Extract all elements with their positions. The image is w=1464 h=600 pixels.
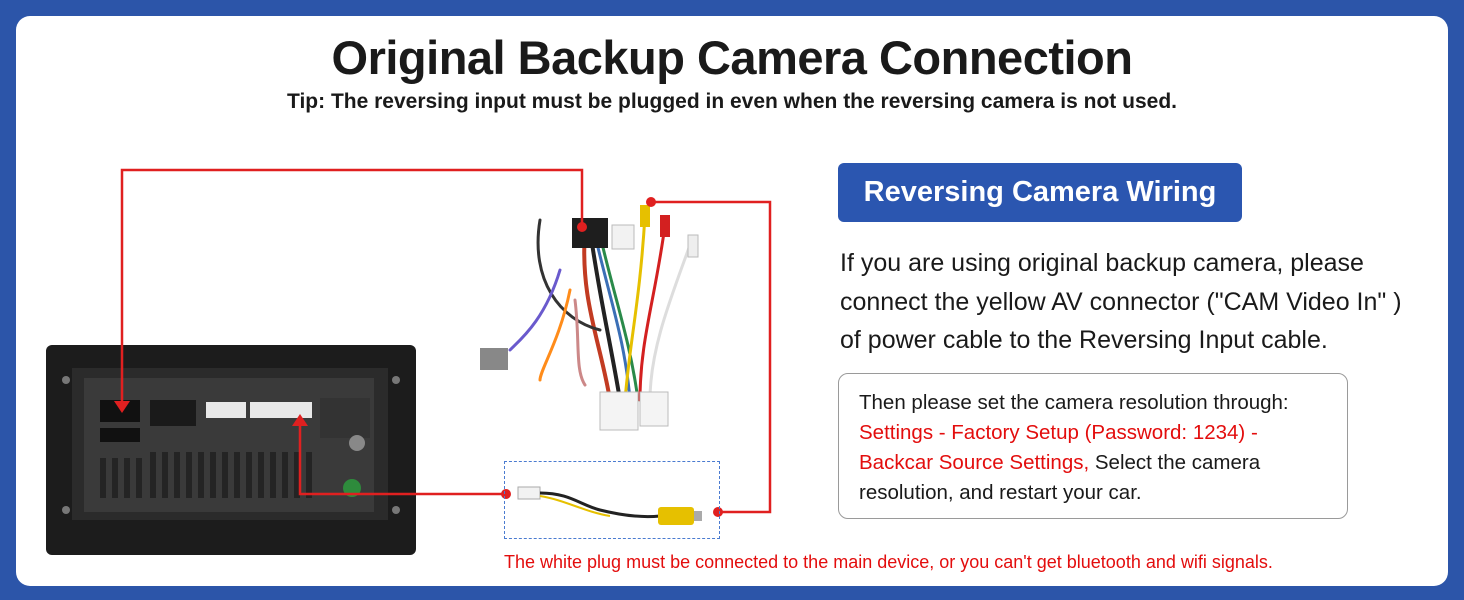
page-title: Original Backup Camera Connection: [331, 31, 1133, 84]
settings-note-line-1: Then please set the camera resolution th…: [859, 391, 1289, 414]
description-line-2: connect the yellow AV connector ("CAM Vi…: [840, 287, 1402, 316]
settings-note-path-2: Backcar Source Settings,: [859, 451, 1090, 474]
settings-note-line-3-rest: Select the camera: [1089, 451, 1261, 474]
head-unit-image: [46, 345, 416, 555]
section-heading: Reversing Camera Wiring: [838, 163, 1242, 222]
connector-line-bottom: [292, 414, 511, 499]
white-plug-warning: The white plug must be connected to the …: [504, 552, 1273, 572]
settings-note-path-1: Settings - Factory Setup (Password: 1234…: [859, 421, 1258, 444]
settings-note-text: Then please set the camera resolution th…: [859, 388, 1339, 508]
description-line-3: of power cable to the Reversing Input ca…: [840, 326, 1328, 354]
connector-line-left: [114, 168, 587, 413]
camera-cable-image: [517, 486, 702, 525]
connector-line-right: [646, 197, 772, 517]
camera-cable-frame: [504, 461, 720, 539]
settings-note-line-4: resolution, and restart your car.: [859, 481, 1142, 504]
description-line-1: If you are using original backup camera,…: [840, 249, 1364, 277]
tip-text: Tip: The reversing input must be plugged…: [287, 90, 1177, 113]
settings-note-box: Then please set the camera resolution th…: [838, 373, 1348, 519]
settings-note-line-3: Backcar Source Settings, Select the came…: [859, 448, 1339, 478]
section-description: If you are using original backup camera,…: [840, 244, 1440, 360]
wiring-harness-image: [480, 205, 699, 431]
